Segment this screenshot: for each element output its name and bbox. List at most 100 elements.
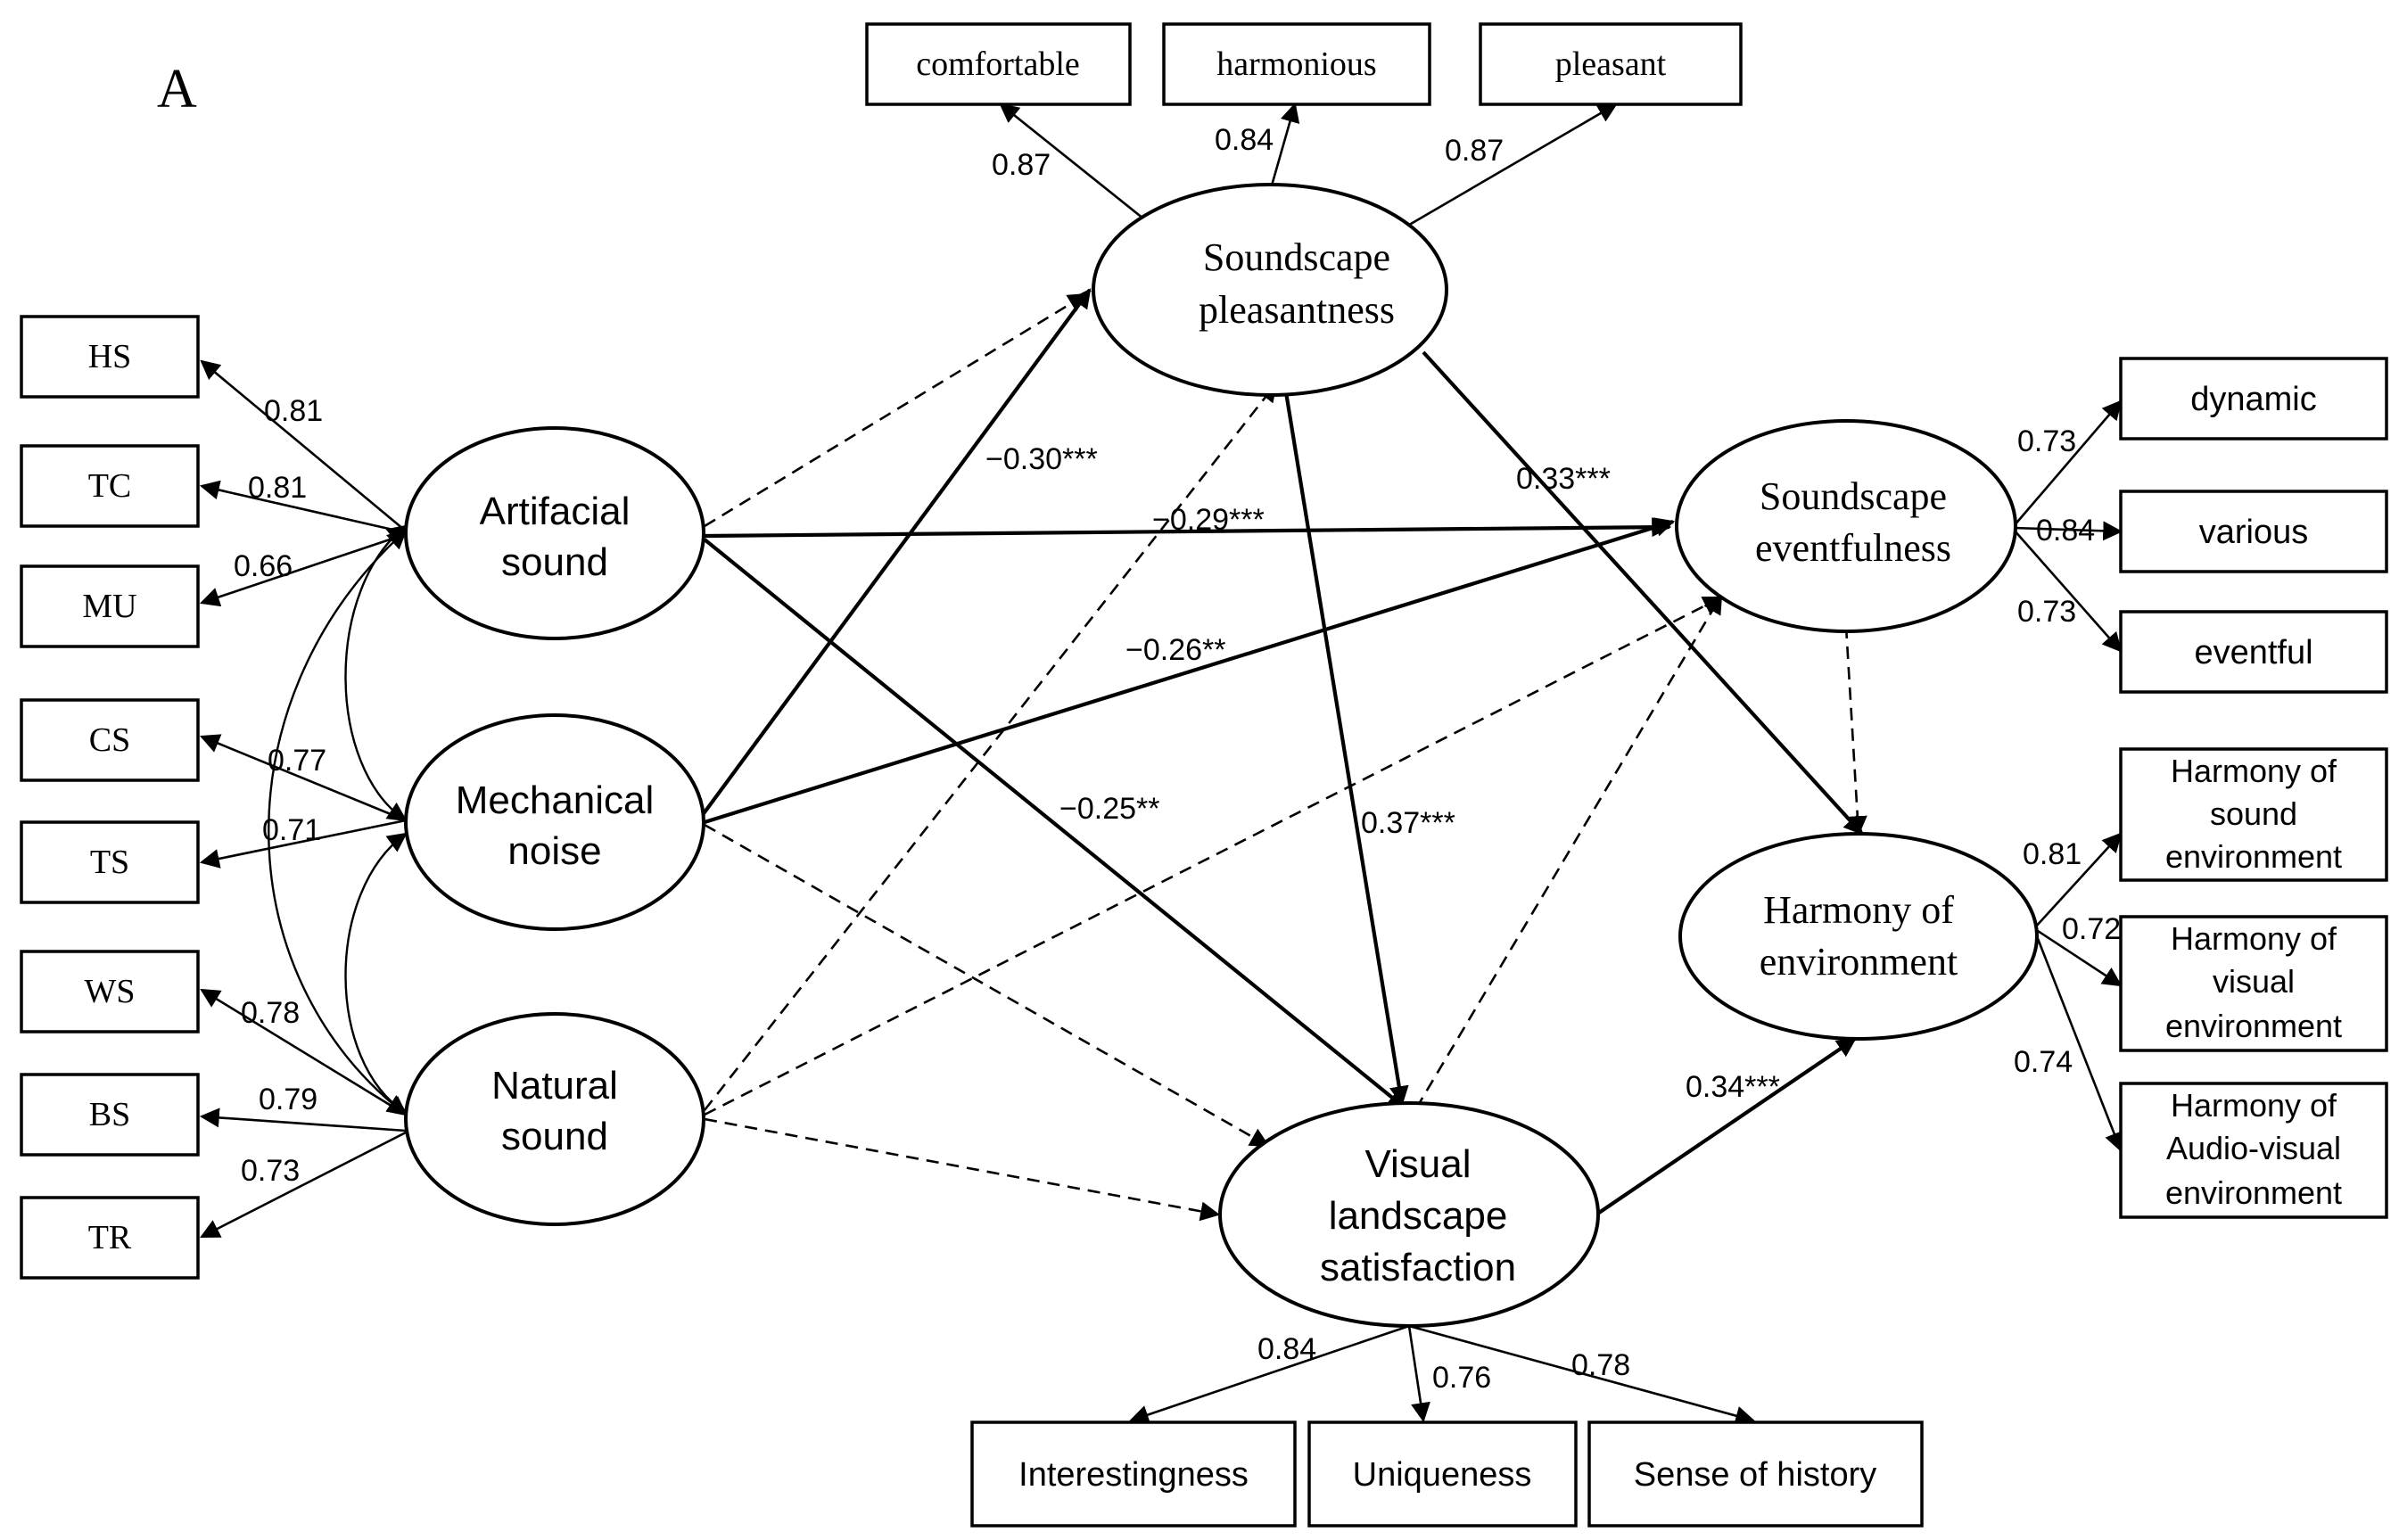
indicator-ts: TS — [90, 844, 129, 881]
indicator-harmony-visual-line1: Harmony of — [2171, 920, 2337, 957]
loading-harmonious: 0.84 — [1215, 123, 1274, 157]
edge-mech-ts — [199, 819, 407, 869]
indicator-box-comfortable — [865, 22, 1132, 106]
right-indicators: dynamic various eventful Harmony of soun… — [2119, 357, 2388, 1219]
loading-dynamic: 0.73 — [2017, 424, 2076, 458]
indicator-box-harmony-av — [2119, 1082, 2388, 1219]
left-loadings — [199, 359, 409, 1239]
latent-artificial-sound-line2: sound — [501, 540, 608, 584]
loading-interestingness: 0.84 — [1257, 1332, 1316, 1366]
indicator-various: various — [2199, 514, 2309, 551]
indicator-harmony-sound-line1: Harmony of — [2171, 753, 2337, 789]
latent-soundscape-eventfulness-line2: eventfulness — [1755, 526, 1951, 570]
cov-art-nat — [268, 529, 408, 1116]
edge-sp-comfortable — [999, 103, 1144, 220]
latent-mechanical-noise — [404, 713, 705, 931]
latent-soundscape-eventfulness — [1675, 419, 2017, 633]
edge-nat-bs — [199, 1108, 407, 1132]
covariance-curves — [268, 524, 408, 1116]
latent-visual-landscape-line2: landscape — [1329, 1194, 1508, 1238]
latent-natural-sound — [404, 1012, 705, 1226]
indicator-box-eventful — [2119, 610, 2388, 694]
visual-loadings — [1128, 1324, 1756, 1426]
indicator-box-harmony-visual — [2119, 915, 2388, 1052]
indicator-box-various — [2119, 490, 2388, 573]
loading-labels: 0.81 0.81 0.66 0.77 0.71 0.78 0.79 0.73 … — [234, 123, 2121, 1395]
edge-he-sound — [2034, 832, 2123, 928]
latent-harmony-line2: environment — [1760, 940, 1958, 984]
indicator-box-sense-of-history — [1587, 1421, 1924, 1528]
coef-pleasantness-harmony: 0.33*** — [1516, 462, 1611, 496]
edge-nat-ws — [200, 988, 407, 1116]
latent-mechanical-noise-line2: noise — [507, 829, 601, 873]
harmony-loadings — [2033, 832, 2124, 1153]
latent-visual-landscape-line3: satisfaction — [1320, 1246, 1516, 1289]
loading-bs: 0.79 — [259, 1083, 317, 1116]
loading-tc: 0.81 — [248, 471, 307, 505]
coef-visual-harmony: 0.34*** — [1686, 1070, 1780, 1104]
loading-various: 0.84 — [2036, 514, 2095, 548]
indicator-box-interestingness — [970, 1421, 1297, 1528]
indicator-box-pleasant — [1479, 22, 1743, 106]
loading-tr: 0.73 — [241, 1154, 300, 1188]
loading-harmony-av: 0.74 — [2014, 1045, 2073, 1079]
indicator-box-hs — [20, 315, 200, 399]
coef-mech-pleasantness: −0.30*** — [985, 442, 1098, 476]
indicator-harmony-av-line3: environment — [2165, 1174, 2342, 1211]
latent-variables: Artifacial sound Mechanical noise Natura… — [404, 183, 2039, 1328]
indicator-cs: CS — [89, 721, 130, 759]
path-visual-pleasantness — [1274, 357, 1409, 1107]
edge-he-visual — [2034, 927, 2123, 987]
edge-vl-history — [1408, 1324, 1756, 1426]
nonsignificant-paths — [703, 292, 1867, 1222]
edge-art-mu — [199, 531, 409, 607]
coef-art-eventfulness: −0.29*** — [1152, 503, 1265, 537]
path-art-eventfulness — [704, 517, 1672, 539]
indicator-pleasant: pleasant — [1555, 45, 1667, 83]
indicator-interestingness: Interestingness — [1018, 1456, 1249, 1494]
panel-label: A — [157, 59, 197, 119]
indicator-harmony-sound-line2: sound — [2210, 795, 2297, 832]
indicator-tc: TC — [88, 467, 132, 505]
latent-soundscape-pleasantness — [1092, 183, 1448, 397]
loading-harmony-visual: 0.72 — [2062, 912, 2121, 946]
bottom-indicators: Interestingness Uniqueness Sense of hist… — [970, 1421, 1924, 1528]
latent-soundscape-pleasantness-line2: pleasantness — [1199, 288, 1395, 332]
edge-se-dynamic — [2013, 399, 2123, 527]
edge-art-hs — [200, 359, 409, 534]
indicator-hs: HS — [88, 338, 132, 375]
eventfulness-loadings — [2013, 399, 2123, 653]
edge-se-various — [2013, 521, 2123, 541]
path-art-visual — [703, 538, 1407, 1110]
path-pleasantness-harmony — [1422, 350, 1864, 836]
indicator-tr: TR — [88, 1219, 132, 1256]
indicator-sense-of-history: Sense of history — [1634, 1456, 1876, 1494]
loading-cs: 0.77 — [268, 744, 326, 778]
edge-mech-cs — [199, 734, 407, 822]
edge-vl-uniqueness — [1407, 1325, 1430, 1423]
coef-mech-eventfulness: −0.26** — [1125, 633, 1226, 667]
indicator-box-mu — [20, 564, 200, 648]
indicator-bs: BS — [89, 1096, 130, 1133]
latent-soundscape-pleasantness-line1: Soundscape — [1203, 235, 1390, 279]
latent-harmony-of-environment — [1678, 832, 2039, 1041]
indicator-box-tr — [20, 1196, 200, 1280]
indicator-uniqueness: Uniqueness — [1353, 1456, 1532, 1494]
latent-natural-sound-line2: sound — [501, 1115, 608, 1158]
latent-artificial-sound — [404, 426, 705, 640]
indicator-eventful: eventful — [2194, 634, 2312, 671]
significant-paths — [700, 288, 1864, 1216]
path-nat-visual — [704, 1117, 1221, 1222]
loading-eventful: 0.73 — [2017, 595, 2076, 629]
path-mech-pleasantness — [700, 288, 1092, 818]
indicator-harmony-sound-line3: environment — [2165, 838, 2342, 875]
coef-art-visual: −0.25** — [1059, 792, 1160, 826]
indicator-box-harmony-sound — [2119, 747, 2388, 882]
cov-art-mech — [344, 524, 408, 822]
path-mech-eventfulness — [704, 517, 1676, 825]
edge-vl-interestingness — [1128, 1324, 1410, 1425]
indicator-box-ws — [20, 950, 200, 1034]
indicator-harmony-av-line2: Audio-visual — [2166, 1130, 2341, 1166]
